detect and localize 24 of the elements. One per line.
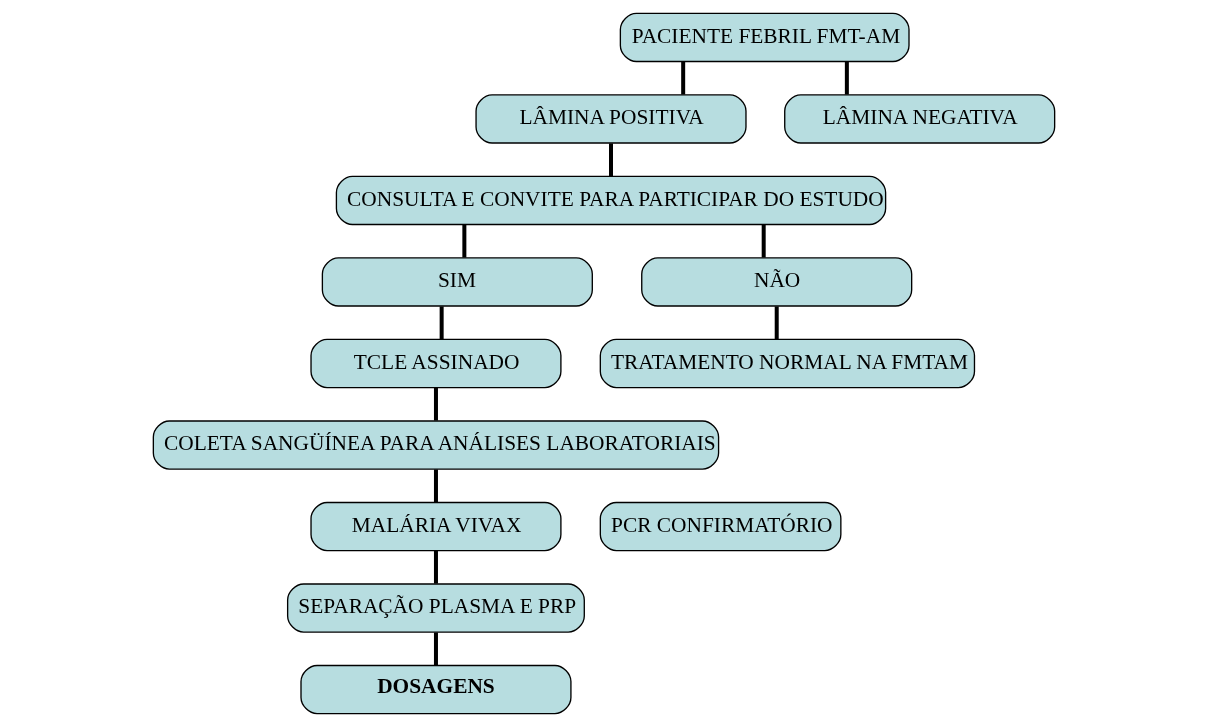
connector bbox=[461, 224, 466, 258]
node-box: CONSULTA E CONVITE PARA PARTICIPAR DO ESTUDO bbox=[335, 175, 886, 226]
node-box: SEPARAÇÃO PLASMA E PRP bbox=[286, 583, 585, 633]
node-box: DOSAGENS bbox=[299, 664, 572, 715]
connector bbox=[433, 387, 438, 421]
node-box: LÂMINA POSITIVA bbox=[474, 94, 747, 144]
connector bbox=[774, 306, 779, 340]
node-box: PCR CONFIRMATÓRIO bbox=[599, 501, 841, 552]
node-box: COLETA SANGÜÍNEA PARA ANÁLISES LABORATORIAIS bbox=[152, 420, 719, 470]
connector bbox=[439, 306, 444, 340]
connector bbox=[608, 143, 613, 177]
connector bbox=[844, 61, 849, 95]
node-box: TCLE ASSINADO bbox=[309, 338, 562, 389]
node-box: LÂMINA NEGATIVA bbox=[783, 94, 1055, 144]
connector bbox=[761, 224, 766, 258]
node-box: SIM bbox=[321, 257, 593, 307]
connector bbox=[433, 632, 438, 666]
node-box: TRATAMENTO NORMAL NA FMTAM bbox=[599, 338, 975, 389]
connector bbox=[433, 551, 438, 584]
node-box: MALÁRIA VIVAX bbox=[309, 501, 562, 552]
connector bbox=[680, 61, 685, 95]
node-box: NÃO bbox=[640, 257, 912, 307]
connector bbox=[433, 469, 438, 503]
node-box: PACIENTE FEBRIL FMT-AM bbox=[619, 12, 910, 63]
